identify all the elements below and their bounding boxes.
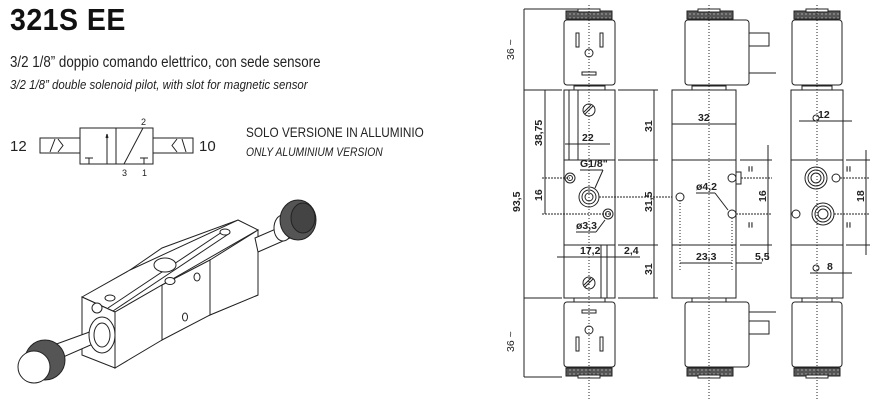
- dim-8: 8: [827, 261, 833, 273]
- dim-31-bottom: 31: [643, 263, 655, 275]
- product-title: 321S EE: [10, 2, 126, 37]
- port-10-label: 10: [199, 138, 216, 155]
- dim-hole-4-2: ø4,2: [696, 181, 717, 193]
- dim-22: 22: [582, 132, 594, 144]
- dim-31-5: 31,5: [643, 191, 655, 212]
- dim-23-3: 23,3: [696, 251, 717, 263]
- technical-drawing: 36 ~ 36 ~ 93,5 38,75 16 22 31 31,5 31 G1…: [505, 5, 870, 400]
- dim-2-4: 2,4: [624, 245, 639, 257]
- subtitle-english: 3/2 1/8” double solenoid pilot, with slo…: [10, 77, 308, 92]
- note-english: ONLY ALUMINIUM VERSION: [246, 145, 383, 159]
- dim-coil-height-bottom: 36 ~: [505, 331, 517, 352]
- equal-mark: =: [843, 166, 855, 172]
- note-italian: SOLO VERSIONE IN ALLUMINIO: [246, 124, 424, 140]
- dim-38-75: 38,75: [533, 120, 545, 146]
- subtitle-italian: 3/2 1/8” doppio comando elettrico, con s…: [10, 54, 321, 71]
- dim-coil-height-top: 36 ~: [505, 39, 517, 60]
- dim-17-2: 17,2: [580, 245, 601, 257]
- valve-isometric-illustration: [17, 199, 317, 384]
- equal-mark: =: [745, 166, 757, 172]
- dim-5-5: 5,5: [755, 251, 770, 263]
- port-12-label: 12: [10, 138, 27, 155]
- equal-mark: =: [843, 222, 855, 228]
- dim-hole-3-3: ø3,3: [576, 220, 597, 232]
- port-2-label: 2: [141, 117, 146, 127]
- dim-32: 32: [698, 112, 710, 124]
- equal-mark: =: [745, 222, 757, 228]
- port-1-label: 1: [142, 168, 147, 178]
- dim-total-height: 93,5: [511, 191, 523, 212]
- dim-12: 12: [818, 109, 830, 121]
- dim-16-left: 16: [533, 189, 545, 201]
- dim-31-top: 31: [643, 120, 655, 132]
- dim-16-mid: 16: [757, 190, 769, 202]
- dim-18: 18: [855, 190, 867, 202]
- valve-symbol: 12 10 2 3 1: [10, 117, 216, 178]
- dim-thread-g18: G1/8": [580, 158, 608, 170]
- port-3-label: 3: [122, 168, 127, 178]
